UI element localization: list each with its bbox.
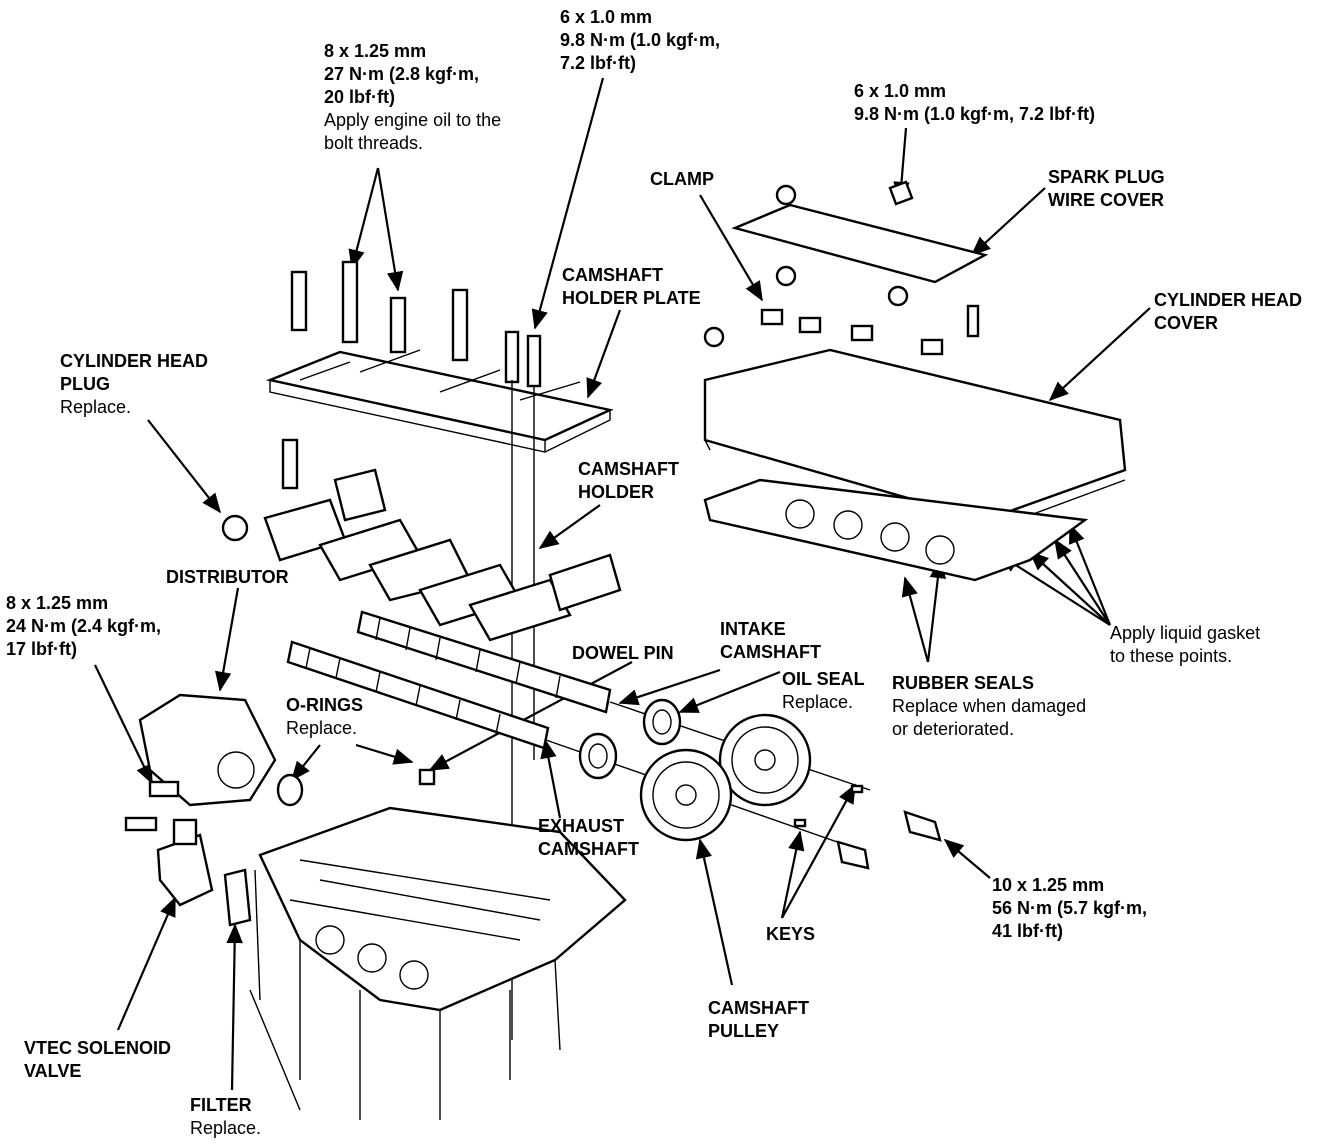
title-line2: PLUG [60, 374, 111, 394]
label-exhaust-camshaft: EXHAUST CAMSHAFT [538, 815, 639, 861]
bolt-spec: 6 x 1.0 mm [560, 7, 653, 27]
seals-and-pulleys-art [578, 698, 942, 870]
label-bolt-6x10-cover: 6 x 1.0 mm 9.8 N·m (1.0 kgf·m, 7.2 lbf·f… [854, 80, 1095, 126]
bolt-note-line2: bolt threads. [324, 133, 424, 153]
title-line2: WIRE COVER [1048, 190, 1165, 210]
distributor-title: DISTRIBUTOR [166, 567, 289, 587]
title-line1: CYLINDER HEAD [1154, 290, 1303, 310]
label-keys: KEYS [766, 923, 815, 946]
title-line1: CYLINDER HEAD [60, 351, 209, 371]
label-dowel-pin: DOWEL PIN [572, 642, 674, 665]
cylinder-head-art [249, 806, 627, 1120]
title-line1: VTEC SOLENOID [24, 1038, 172, 1058]
cylinder-head-cover-art [703, 180, 1127, 582]
title-line1: INTAKE [720, 619, 786, 639]
bolt-torque-line2: 17 lbf·ft) [6, 639, 77, 659]
camshaft-holders-art [221, 468, 622, 642]
label-cylinder-head-cover: CYLINDER HEAD COVER [1154, 289, 1302, 335]
bolt-torque-line1: 9.8 N·m (1.0 kgf·m, [560, 30, 721, 50]
bolt-torque-line2: 7.2 lbf·ft) [560, 53, 636, 73]
bolt-spec: 6 x 1.0 mm [854, 81, 947, 101]
replace-note: Replace. [782, 692, 854, 712]
vtec-solenoid-art [124, 816, 252, 927]
label-spark-plug-wire-cover: SPARK PLUG WIRE COVER [1048, 166, 1165, 212]
label-bolt-10x125: 10 x 1.25 mm 56 N·m (5.7 kgf·m, 41 lbf·f… [992, 874, 1147, 943]
title-line2: VALVE [24, 1061, 82, 1081]
label-intake-camshaft: INTAKE CAMSHAFT [720, 618, 821, 664]
bolt-torque-line2: 41 lbf·ft) [992, 921, 1063, 941]
distributor-art [138, 693, 436, 807]
leader-lines [94, 77, 1151, 1091]
label-vtec-solenoid-valve: VTEC SOLENOID VALVE [24, 1037, 171, 1083]
title-line1: CAMSHAFT [562, 265, 663, 285]
bolt-torque: 9.8 N·m (1.0 kgf·m, 7.2 lbf·ft) [854, 104, 1096, 124]
bolt-spec: 8 x 1.25 mm [324, 41, 427, 61]
bolt-torque-line1: 27 N·m (2.8 kgf·m, [324, 64, 480, 84]
title-line1: CAMSHAFT [708, 998, 809, 1018]
label-liquid-gasket: Apply liquid gasket to these points. [1110, 622, 1260, 668]
title-line1: EXHAUST [538, 816, 625, 836]
label-camshaft-pulley: CAMSHAFT PULLEY [708, 997, 809, 1043]
label-filter: FILTER Replace. [190, 1094, 261, 1140]
label-bolt-8x125-24nm: 8 x 1.25 mm 24 N·m (2.4 kgf·m, 17 lbf·ft… [6, 592, 161, 661]
title-line1: SPARK PLUG [1048, 167, 1165, 187]
title-line2: CAMSHAFT [538, 839, 639, 859]
note-line2: to these points. [1110, 646, 1233, 666]
title-line2: CAMSHAFT [720, 642, 821, 662]
label-cylinder-head-plug: CYLINDER HEAD PLUG Replace. [60, 350, 208, 419]
title-line1: CAMSHAFT [578, 459, 679, 479]
label-camshaft-holder-plate: CAMSHAFT HOLDER PLATE [562, 264, 701, 310]
filter-title: FILTER [190, 1095, 252, 1115]
keys-title: KEYS [766, 924, 816, 944]
title-line2: HOLDER PLATE [562, 288, 701, 308]
label-rubber-seals: RUBBER SEALS Replace when damaged or det… [892, 672, 1086, 741]
label-clamp: CLAMP [650, 168, 714, 191]
label-distributor: DISTRIBUTOR [166, 566, 289, 589]
clamp-title: CLAMP [650, 169, 714, 189]
bolt-torque-line1: 56 N·m (5.7 kgf·m, [992, 898, 1148, 918]
bolt-note-line1: Apply engine oil to the [324, 110, 502, 130]
title-line2: PULLEY [708, 1021, 780, 1041]
bolt-torque-line1: 24 N·m (2.4 kgf·m, [6, 616, 162, 636]
rubber-seals-title: RUBBER SEALS [892, 673, 1035, 693]
bolt-spec: 8 x 1.25 mm [6, 593, 109, 613]
label-camshaft-holder: CAMSHAFT HOLDER [578, 458, 679, 504]
replace-note: Replace. [190, 1118, 262, 1138]
label-bolt-8x125-27nm: 8 x 1.25 mm 27 N·m (2.8 kgf·m, 20 lbf·ft… [324, 40, 501, 155]
bolt-spec: 10 x 1.25 mm [992, 875, 1105, 895]
hold-down-bolts-art [281, 260, 542, 1040]
note-line1: Apply liquid gasket [1110, 623, 1261, 643]
oil-seal-title: OIL SEAL [782, 669, 865, 689]
label-oil-seal: OIL SEAL Replace. [782, 668, 865, 714]
replace-note: Replace. [286, 718, 358, 738]
title-line2: HOLDER [578, 482, 654, 502]
replace-note: Replace. [60, 397, 132, 417]
bolt-torque-line2: 20 lbf·ft) [324, 87, 395, 107]
camshaft-holder-plate-art [265, 349, 614, 453]
o-rings-title: O-RINGS [286, 695, 364, 715]
title-line2: COVER [1154, 313, 1219, 333]
note-line2: or deteriorated. [892, 719, 1015, 739]
note-line1: Replace when damaged [892, 696, 1087, 716]
camshafts-art [286, 610, 871, 851]
label-o-rings: O-RINGS Replace. [286, 694, 363, 740]
label-bolt-6x10-top: 6 x 1.0 mm 9.8 N·m (1.0 kgf·m, 7.2 lbf·f… [560, 6, 720, 75]
dowel-pin-title: DOWEL PIN [572, 643, 674, 663]
